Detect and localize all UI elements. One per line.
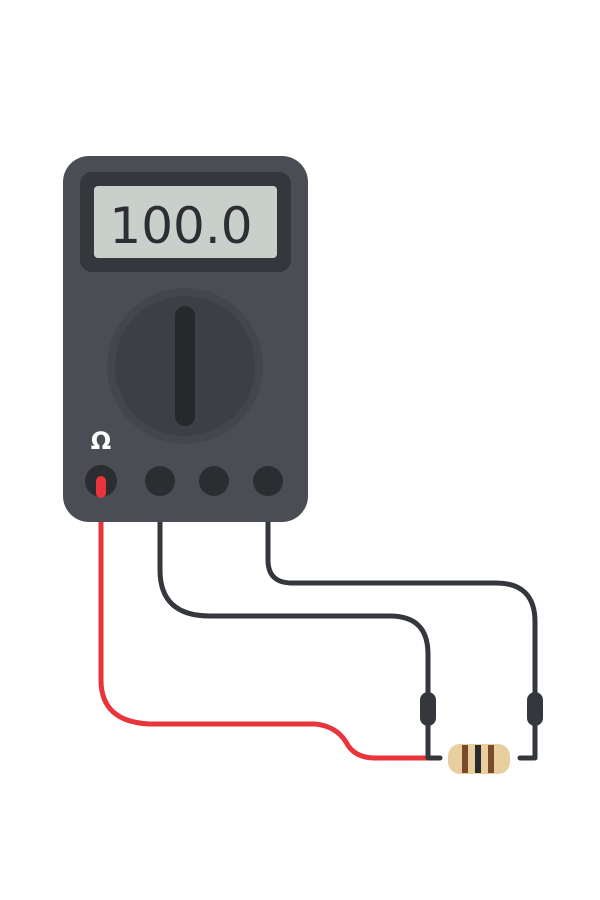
resistor-band-2 [475, 745, 481, 773]
resistor-icon [448, 744, 510, 774]
lcd-screen [94, 186, 277, 258]
red-test-lead [98, 479, 441, 761]
resistor-band-1 [462, 745, 468, 773]
display-reading: 100.0 [109, 197, 252, 255]
resistor-band-3 [488, 745, 494, 773]
port-2[interactable] [145, 466, 175, 496]
dial-pointer [175, 306, 195, 426]
port-4[interactable] [253, 466, 283, 496]
red-probe-plug [96, 476, 106, 498]
port-3[interactable] [199, 466, 229, 496]
ohm-port-label: Ω [91, 427, 111, 455]
probe-tip-right [527, 692, 543, 726]
black-test-lead-1 [157, 479, 443, 761]
probe-tip-left [420, 692, 436, 726]
black-test-lead-2 [265, 479, 538, 761]
rotary-dial-icon[interactable] [107, 288, 263, 444]
